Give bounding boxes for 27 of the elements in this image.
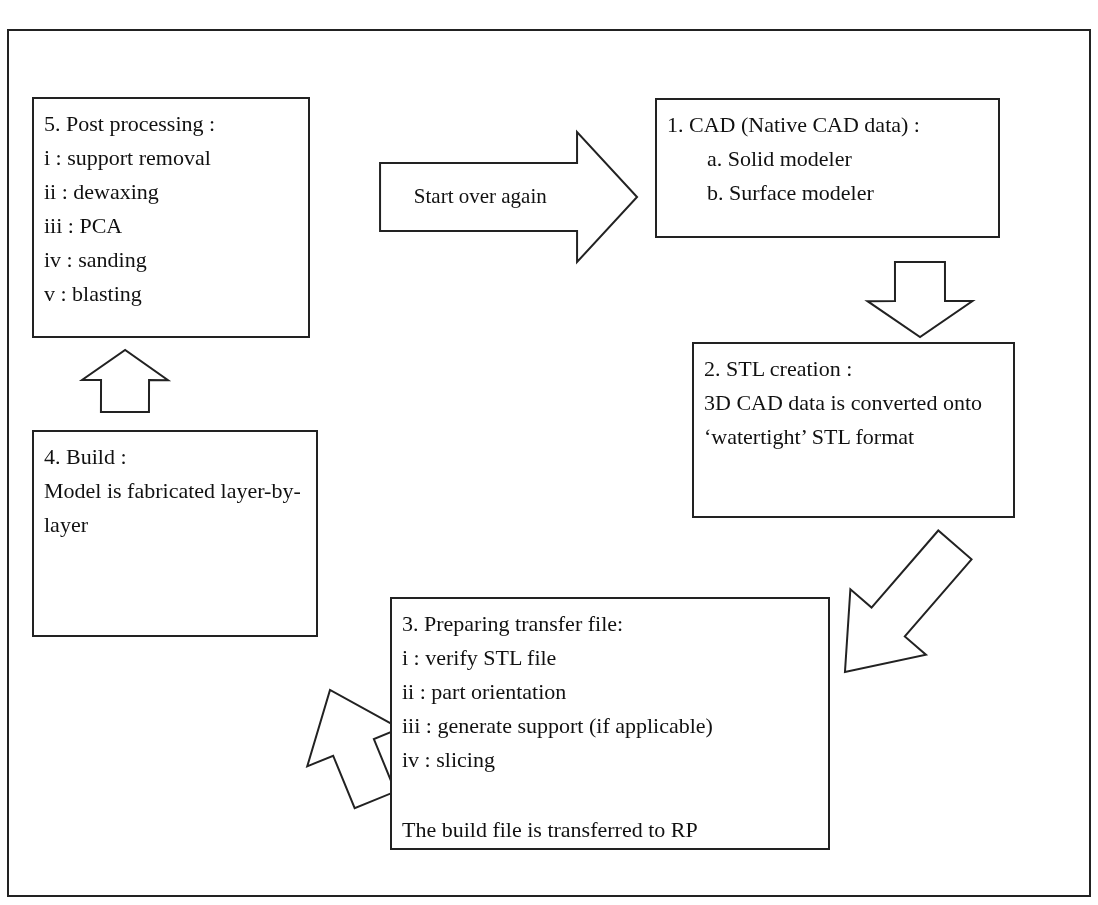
step-text: ii : dewaxing [44,178,159,207]
block-arrow [864,260,976,339]
step-text: b. Surface modeler [706,179,874,208]
step-text: v : blasting [44,280,142,309]
block-arrow [843,529,973,674]
step-heading: 4. Build : [44,443,127,471]
step-text: iv : sanding [44,246,147,275]
process-box [32,97,310,338]
step-text: ii : part orientation [402,678,567,707]
step-text: iii : generate support (if applicable) [402,712,713,741]
process-box [390,597,830,850]
step-text: 3D CAD data is converted onto ‘watertight’ STL format [704,389,983,452]
step-text: i : verify STL file [402,644,557,673]
step-heading: 5. Post processing : [44,110,216,138]
block-arrow [78,348,172,414]
step-heading: 2. STL creation : [704,355,853,383]
step-text: a. Solid modeler [706,145,852,174]
step-text: Model is fabricated layer-by-layer [44,477,302,540]
process-box [655,98,1000,238]
process-box [692,342,1015,518]
step-text: iv : slicing [402,746,495,775]
process-box [32,430,318,637]
step-text: iii : PCA [44,212,123,241]
step-text: i : support removal [44,144,211,173]
step-heading: 3. Preparing transfer file: [402,610,624,638]
step-text: The build file is transferred to RP [402,816,698,845]
step-heading: 1. CAD (Native CAD data) : [667,111,920,139]
